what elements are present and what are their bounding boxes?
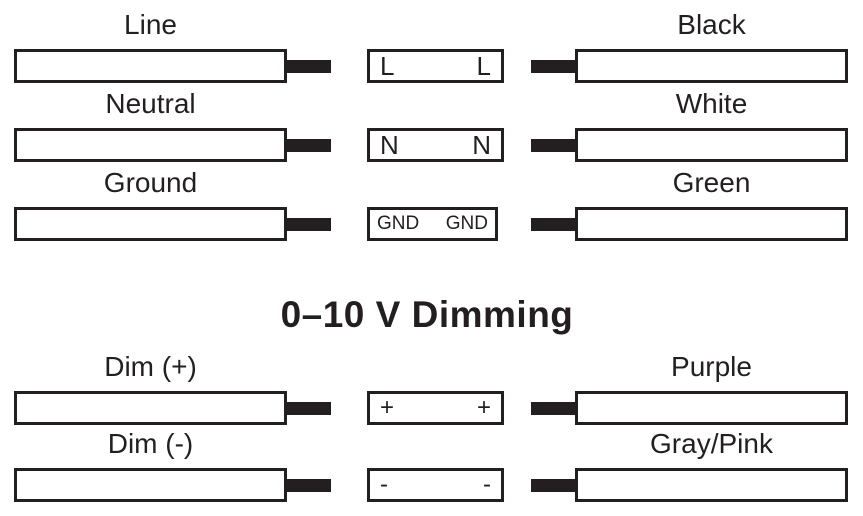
wiring-row-ground: Ground Green GND GND — [0, 166, 863, 242]
dimming-section-title: 0–10 V Dimming — [280, 294, 574, 335]
terminal-label-right: - — [483, 471, 491, 498]
input-wire-stripped-end — [286, 218, 331, 231]
terminal-label-left: GND — [377, 213, 420, 234]
terminal-block: N N — [367, 128, 504, 162]
terminal-block: L L — [367, 49, 504, 83]
input-wire — [14, 207, 287, 241]
output-wire-color-label: Black — [677, 9, 746, 40]
output-wire-stripped-end — [531, 479, 576, 492]
input-wire — [14, 468, 287, 502]
terminal-block: GND GND — [367, 207, 498, 241]
wiring-row-line: Line Black L L — [0, 8, 863, 84]
input-wire-stripped-end — [286, 60, 331, 73]
wiring-row-dim-minus: Dim (-) Gray/Pink - - — [0, 427, 863, 503]
input-wire-stripped-end — [286, 479, 331, 492]
terminal-label-left: + — [380, 394, 395, 421]
output-wire-stripped-end — [531, 139, 576, 152]
output-wire-color-label: White — [675, 88, 748, 119]
output-wire-color-label: Gray/Pink — [650, 428, 773, 459]
input-wire-label: Dim (+) — [104, 351, 197, 382]
terminal-label-left: L — [380, 50, 395, 81]
input-wire — [14, 128, 287, 162]
output-wire-stripped-end — [531, 60, 576, 73]
input-wire — [14, 49, 287, 83]
input-wire-stripped-end — [286, 402, 331, 415]
output-wire — [575, 207, 848, 241]
wiring-row-dim-plus: Dim (+) Purple + + — [0, 350, 863, 426]
output-wire-color-label: Green — [672, 167, 751, 198]
terminal-label-left: N — [380, 129, 399, 160]
input-wire-label: Dim (-) — [107, 428, 194, 459]
input-wire-label: Ground — [103, 167, 198, 198]
output-wire-color-label: Purple — [671, 351, 752, 382]
terminal-label-right: L — [476, 50, 491, 81]
input-wire-label: Neutral — [105, 88, 196, 119]
terminal-label-right: + — [476, 394, 491, 421]
terminal-label-right: GND — [445, 213, 488, 234]
wiring-row-neutral: Neutral White N N — [0, 87, 863, 163]
output-wire — [575, 468, 848, 502]
terminal-block: - - — [367, 468, 504, 502]
terminal-block: + + — [367, 391, 504, 425]
output-wire — [575, 391, 848, 425]
output-wire — [575, 128, 848, 162]
input-wire-label: Line — [124, 9, 177, 40]
output-wire-stripped-end — [531, 402, 576, 415]
terminal-label-right: N — [472, 129, 491, 160]
input-wire-stripped-end — [286, 139, 331, 152]
output-wire-stripped-end — [531, 218, 576, 231]
input-wire — [14, 391, 287, 425]
terminal-label-left: - — [380, 471, 388, 498]
output-wire — [575, 49, 848, 83]
